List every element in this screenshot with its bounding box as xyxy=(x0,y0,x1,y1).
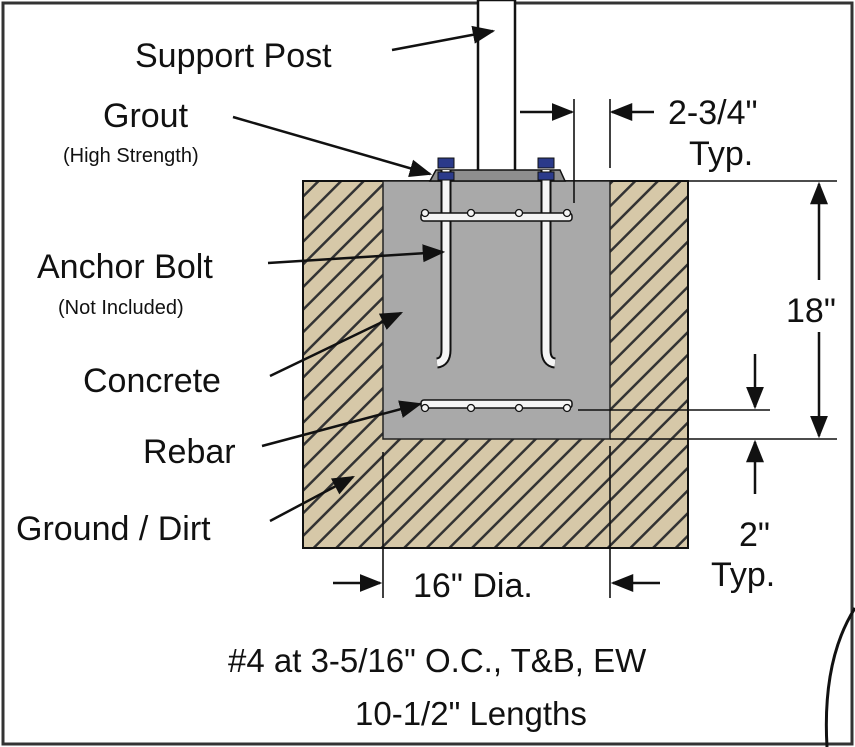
rebar-bottom xyxy=(420,399,573,413)
note-rebar-length: 10-1/2" Lengths xyxy=(355,695,587,732)
dim-depth: 18" xyxy=(786,292,836,330)
leader-rebar xyxy=(261,400,423,448)
anchor-bolt-left xyxy=(435,157,455,369)
anchor-bolt-right xyxy=(537,157,557,369)
cover-dimension xyxy=(578,354,770,494)
diameter-dimension xyxy=(333,446,660,598)
dim-edge-distance: 2-3/4" xyxy=(668,94,758,132)
edge-distance-dimension xyxy=(520,99,654,203)
leader-concrete xyxy=(269,311,404,378)
rebar-top xyxy=(420,208,573,222)
concrete-footing xyxy=(382,180,611,440)
plan-view-circle-edge xyxy=(824,607,855,747)
label-ground: Ground / Dirt xyxy=(16,510,211,548)
depth-dimension xyxy=(610,180,837,440)
grout-pad xyxy=(428,169,567,182)
label-support-post: Support Post xyxy=(135,37,332,75)
note-rebar-spec: #4 at 3-5/16" O.C., T&B, EW xyxy=(228,642,647,679)
label-rebar: Rebar xyxy=(143,433,236,471)
dim-cover-note: Typ. xyxy=(711,556,775,594)
dim-diameter: 16" Dia. xyxy=(413,567,533,605)
label-anchor-bolt: Anchor Bolt xyxy=(37,248,213,286)
leader-grout xyxy=(232,115,433,178)
label-grout-note: (High Strength) xyxy=(63,145,199,167)
leader-anchor-bolt xyxy=(267,244,446,265)
label-anchor-bolt-note: (Not Included) xyxy=(58,297,184,319)
leader-ground xyxy=(269,475,355,523)
label-concrete: Concrete xyxy=(83,362,221,400)
dim-edge-distance-note: Typ. xyxy=(689,135,753,173)
dim-cover: 2" xyxy=(739,516,770,554)
support-post xyxy=(476,0,517,173)
leader-support-post xyxy=(391,25,496,52)
label-grout: Grout xyxy=(103,97,189,135)
